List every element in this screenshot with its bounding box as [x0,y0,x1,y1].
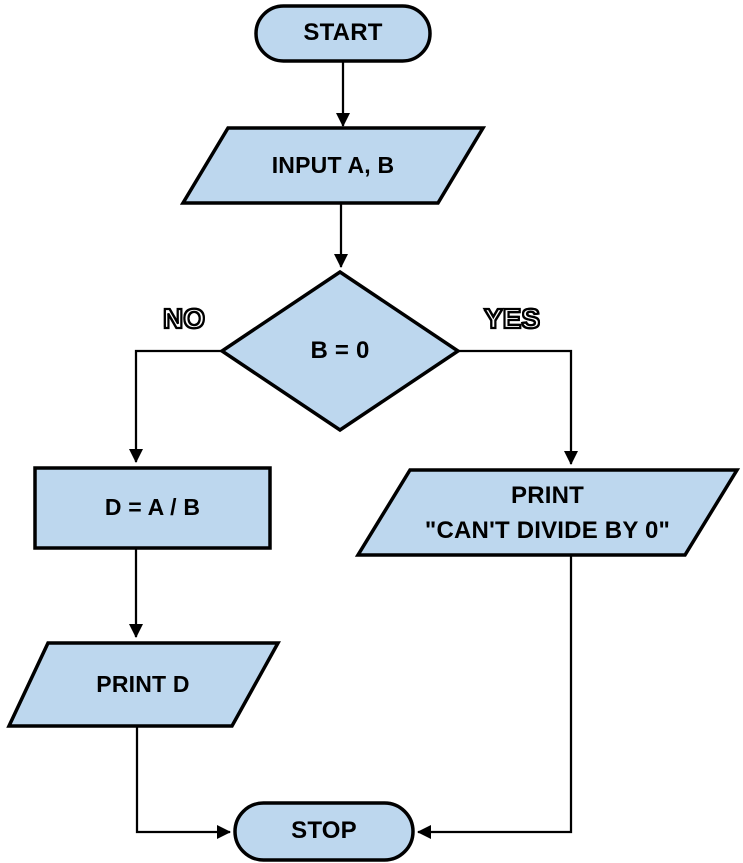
print-error-label-line1: PRINT [511,481,584,509]
input-label: INPUT A, B [271,151,395,178]
print-error-parallelogram-shape [354,468,741,557]
print-d-label: PRINT D [96,670,190,697]
connector-decision-no-to-process [129,349,222,463]
decision-diamond-shape [218,269,462,433]
start-terminator-shape [254,4,432,63]
input-parallelogram-shape [179,126,487,205]
branch-yes-label: YES [483,302,541,335]
decision-label: B = 0 [310,336,370,364]
branch-no-label: NO [162,302,206,335]
connector-print-d-to-stop [135,727,231,839]
print-error-label: PRINT "CAN'T DIVIDE BY 0" [385,470,710,555]
process-rectangle-shape [33,466,272,550]
print-error-label-line2: "CAN'T DIVIDE BY 0" [424,516,671,544]
process-label: D = A / B [104,494,201,521]
stop-terminator-shape [233,801,415,862]
connector-decision-yes-to-print-error [458,349,578,465]
connector-print-error-to-stop [417,556,573,839]
stop-label: STOP [291,817,357,845]
print-d-parallelogram-shape [6,641,281,728]
start-label: START [303,19,383,47]
